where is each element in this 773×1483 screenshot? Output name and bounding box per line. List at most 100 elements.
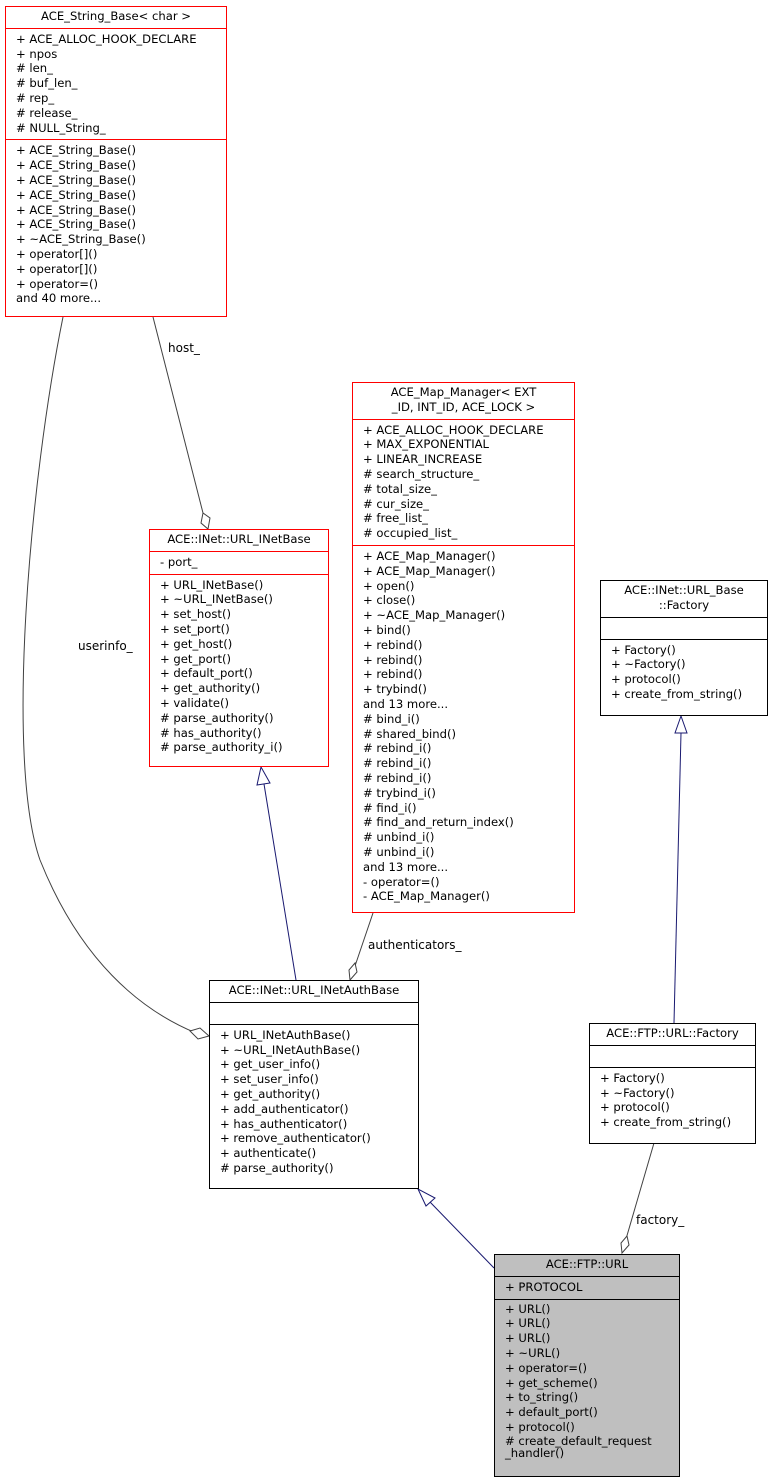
- class-box-string-base[interactable]: ACE_String_Base< char > + ACE_ALLOC_HOOK…: [5, 6, 227, 317]
- method-item: + default_port(): [505, 1405, 598, 1420]
- method-item: + Factory(): [611, 642, 676, 657]
- edge-label-factory: factory_: [636, 1213, 685, 1227]
- method-item: + URL(): [505, 1301, 551, 1316]
- edge-userinfo-diamond: [189, 1027, 211, 1040]
- method-item: # shared_bind(): [363, 726, 457, 741]
- attribute-item: # NULL_String_: [16, 120, 106, 135]
- method-item: + validate(): [160, 695, 229, 710]
- method-item: + rebind(): [363, 652, 423, 667]
- method-item: # bind_i(): [363, 711, 420, 726]
- method-item: + ACE_String_Base(): [16, 187, 137, 202]
- method-item: # has_authority(): [160, 725, 262, 740]
- method-item: + ~ACE_Map_Manager(): [363, 608, 506, 623]
- edge-inherit-inetbase: [263, 783, 297, 981]
- edge-label-authenticators: authenticators_: [368, 938, 462, 952]
- attribute-item: + LINEAR_INCREASE: [363, 452, 483, 467]
- class-title: ACE::FTP::URL::Factory: [606, 1026, 739, 1040]
- class-title: ACE_String_Base< char >: [41, 9, 191, 23]
- method-item: + set_host(): [160, 607, 231, 622]
- method-item: + ~ACE_String_Base(): [16, 232, 146, 247]
- method-item: # create_default_request _handler(): [505, 1433, 652, 1461]
- class-title: ACE::FTP::URL: [545, 1257, 629, 1271]
- class-box-url-inetauthbase[interactable]: ACE::INet::URL_INetAuthBase + URL_INetAu…: [209, 980, 419, 1189]
- method-item: + ~Factory(): [600, 1085, 675, 1100]
- class-box-url-inetbase[interactable]: ACE::INet::URL_INetBase - port_ + URL_IN…: [149, 529, 329, 767]
- method-item: + ~Factory(): [611, 657, 686, 672]
- edge-host: [152, 316, 204, 514]
- attributes-section: + ACE_ALLOC_HOOK_DECLARE + npos # len_ #…: [6, 27, 226, 140]
- method-item: + rebind(): [363, 637, 423, 652]
- class-box-ftp-url[interactable]: ACE::FTP::URL + PROTOCOL + URL() + URL()…: [494, 1254, 680, 1477]
- class-title: ACE_Map_Manager< EXT _ID, INT_ID, ACE_LO…: [390, 385, 537, 414]
- method-item: # find_and_return_index(): [363, 815, 514, 830]
- method-item: # rebind_i(): [363, 770, 432, 785]
- attribute-item: + MAX_EXPONENTIAL: [363, 437, 490, 452]
- method-item: + ACE_String_Base(): [16, 172, 137, 187]
- method-item: + close(): [363, 593, 416, 608]
- method-item: # rebind_i(): [363, 756, 432, 771]
- method-item: + get_authority(): [220, 1086, 321, 1101]
- method-item: and 13 more...: [363, 859, 449, 874]
- method-item: + operator[](): [16, 246, 98, 261]
- class-box-url-base-factory[interactable]: ACE::INet::URL_Base ::Factory + Factory(…: [600, 580, 768, 716]
- method-item: + protocol(): [611, 672, 681, 687]
- method-item: + add_authenticator(): [220, 1101, 349, 1116]
- edge-host-diamond: [200, 512, 211, 530]
- class-title: ACE::INet::URL_INetAuthBase: [228, 983, 400, 997]
- attribute-item: + npos: [16, 46, 58, 61]
- attributes-section: + PROTOCOL: [495, 1275, 679, 1299]
- method-item: + has_authenticator(): [220, 1116, 348, 1131]
- attribute-item: # release_: [16, 105, 78, 120]
- method-item: + get_host(): [160, 636, 233, 651]
- edge-inherit-factory-arrow: [674, 714, 688, 734]
- method-item: + operator=(): [505, 1360, 588, 1375]
- method-item: + protocol(): [505, 1419, 575, 1434]
- methods-section: + URL_INetBase() + ~URL_INetBase() + set…: [150, 573, 328, 760]
- edge-authenticators: [354, 912, 374, 967]
- method-item: + ~URL_INetAuthBase(): [220, 1042, 361, 1057]
- method-item: + URL_INetAuthBase(): [220, 1027, 351, 1042]
- method-item: and 13 more...: [363, 696, 449, 711]
- attribute-item: - port_: [160, 554, 198, 569]
- attribute-item: + ACE_ALLOC_HOOK_DECLARE: [16, 31, 197, 46]
- method-item: + set_port(): [160, 621, 230, 636]
- attributes-section: - port_: [150, 550, 328, 574]
- method-item: # parse_authority_i(): [160, 740, 283, 755]
- method-item: + get_user_info(): [220, 1057, 321, 1072]
- edge-inherit-authbase: [429, 1201, 495, 1269]
- method-item: and 40 more...: [16, 291, 102, 306]
- attribute-item: # cur_size_: [363, 496, 429, 511]
- attribute-item: # search_structure_: [363, 466, 480, 481]
- method-item: + ~URL_INetBase(): [160, 592, 273, 607]
- attribute-item: # free_list_: [363, 511, 428, 526]
- method-item: + authenticate(): [220, 1146, 317, 1161]
- methods-section: + ACE_String_Base() + ACE_String_Base() …: [6, 139, 226, 310]
- edge-inherit-factory: [673, 732, 682, 1024]
- method-item: + get_port(): [160, 651, 232, 666]
- class-title: ACE::INet::URL_INetBase: [167, 532, 311, 546]
- method-item: + ACE_String_Base(): [16, 217, 137, 232]
- method-item: - ACE_Map_Manager(): [363, 889, 490, 904]
- method-item: # rebind_i(): [363, 741, 432, 756]
- attribute-item: # rep_: [16, 90, 55, 105]
- class-box-ftp-url-factory[interactable]: ACE::FTP::URL::Factory + Factory() + ~Fa…: [589, 1023, 756, 1144]
- method-item: + create_from_string(): [611, 686, 743, 701]
- attribute-item: # buf_len_: [16, 76, 78, 91]
- method-item: + operator=(): [16, 276, 99, 291]
- method-item: # unbind_i(): [363, 830, 435, 845]
- method-item: + protocol(): [600, 1100, 670, 1115]
- attribute-item: # occupied_list_: [363, 526, 458, 541]
- method-item: # find_i(): [363, 800, 417, 815]
- edge-authenticators-diamond: [348, 961, 358, 982]
- method-item: + rebind(): [363, 667, 423, 682]
- attributes-section: [590, 1044, 755, 1067]
- method-item: + URL(): [505, 1316, 551, 1331]
- attributes-section: [210, 1001, 418, 1024]
- attributes-section: [601, 616, 767, 639]
- edge-label-userinfo: userinfo_: [78, 639, 133, 653]
- class-box-map-manager[interactable]: ACE_Map_Manager< EXT _ID, INT_ID, ACE_LO…: [352, 382, 575, 913]
- methods-section: + URL_INetAuthBase() + ~URL_INetAuthBase…: [210, 1023, 418, 1180]
- methods-section: + ACE_Map_Manager() + ACE_Map_Manager() …: [353, 544, 574, 908]
- edge-factory-diamond: [620, 1234, 630, 1255]
- method-item: # unbind_i(): [363, 844, 435, 859]
